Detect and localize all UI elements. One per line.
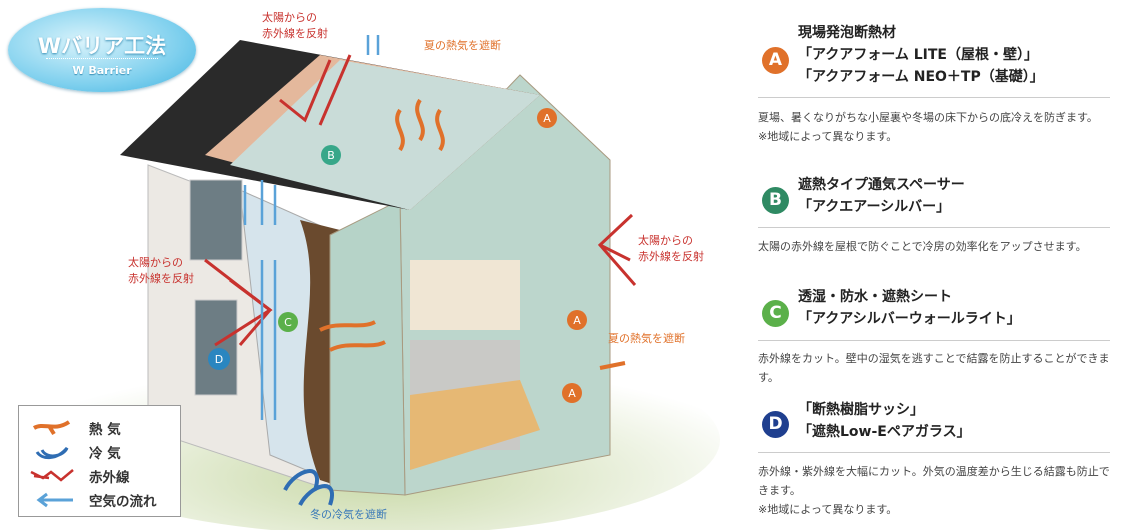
marker-c [278,312,298,332]
front-wall [329,199,406,496]
roof-reflect-label: 太陽からの赤外線を反射 [262,11,328,40]
window-upper [189,179,243,261]
legend-icons [30,420,74,508]
floor [410,380,540,470]
roof-panel [230,60,540,210]
logo-title: Wバリア工法 [37,34,167,58]
divider [758,227,1110,228]
left-reflect-label: 太陽からの赤外線を反射 [128,256,194,285]
marker-b-label: B [327,149,335,162]
divider [758,452,1110,453]
heat-wave-icon [32,420,71,436]
badge-a: A [762,47,789,74]
features-panel: A 現場発泡断熱材「アクアフォーム LITE（屋根・壁）」「アクアフォーム NE… [758,0,1110,530]
logo-subtitle: W Barrier [72,64,132,77]
legend-heat: 熱 気 [89,422,121,438]
marker-d [208,348,230,370]
airflow-arrow-icon [36,492,73,508]
item-a-desc: 夏場、暑くなりがちな小屋裏や冬場の床下からの底冷えを防ぎます。※地域によって異な… [758,111,1098,143]
cold-wave-icon [35,446,69,459]
badge-d: D [762,411,789,438]
item-b-desc: 太陽の赤外線を屋根で防ぐことで冷房の効率化をアップさせます。 [758,240,1087,253]
badge-b: B [762,187,789,214]
item-d-title: 「断熱樹脂サッシ」「遮熱Low-Eペアガラス」 [798,402,971,440]
divider [758,340,1110,341]
winter-cold-label: 冬の冷気を遮断 [310,508,387,521]
item-c-desc: 赤外線をカット。壁中の湿気を逃すことで結露を防止することができます。 [758,352,1110,384]
legend: 熱 気 冷 気 赤外線 空気の流れ [18,405,181,517]
item-b-title: 遮熱タイプ通気スペーサー「アクエアーシルバー」 [798,177,965,215]
infrared-arrows [204,54,637,347]
badge-c: C [762,300,789,327]
marker-a-label: A [543,112,551,125]
summer-heat-top-label: 夏の熱気を遮断 [424,39,501,52]
cold-arrows [283,469,334,507]
item-a-title: 現場発泡断熱材「アクアフォーム LITE（屋根・壁）」「アクアフォーム NEO＋… [798,25,1044,85]
marker-a [537,108,587,403]
infrared-icon [30,469,74,482]
item-c-title: 透湿・防水・遮熱シート「アクアシルバーウォールライト」 [798,289,1021,327]
marker-d-label: D [215,353,223,366]
bedroom [410,260,520,330]
house-cutaway-illustration: A A A B C D [40,35,720,530]
divider [758,97,1110,98]
right-reflect-label: 太陽からの赤外線を反射 [638,234,704,263]
item-d-desc: 赤外線・紫外線を大幅にカット。外気の温度差から生じる結露も防止できます。※地域に… [758,465,1110,516]
marker-a-label: A [573,314,581,327]
marker-a-label: A [568,387,576,400]
legend-infrared: 赤外線 [89,470,130,486]
marker-c-label: C [284,316,292,329]
legend-airflow: 空気の流れ [89,494,157,510]
airflow-arrows [243,35,380,420]
summer-heat-right-label: 夏の熱気を遮断 [608,332,685,345]
legend-cold: 冷 気 [89,446,121,462]
w-barrier-logo: Wバリア工法 W Barrier [8,8,196,92]
window-lower [194,299,238,396]
heat-arrows [319,98,626,370]
marker-b [321,145,341,165]
